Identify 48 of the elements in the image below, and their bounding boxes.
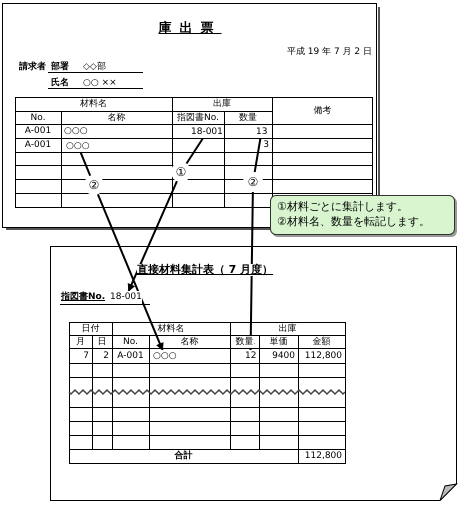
header-cell: 備考	[314, 104, 332, 116]
field-label: 請求者	[19, 61, 46, 73]
field-value: 18-001	[110, 291, 142, 303]
header-cell: 数量	[239, 112, 257, 124]
total-cell: 合計	[174, 450, 192, 462]
table-cell: ○○○	[66, 140, 90, 152]
header-cell: 出庫	[278, 322, 296, 334]
field-label: 部署	[51, 61, 69, 73]
header-cell: 日	[98, 336, 106, 348]
header-cell: 金額	[312, 336, 330, 348]
table-cell: 18-001	[191, 126, 223, 138]
leader-line	[254, 138, 262, 172]
table-cell: A-001	[24, 125, 52, 137]
header-cell: 月	[76, 336, 85, 348]
table-cell: A-001	[117, 350, 144, 362]
header-cell: 名称	[108, 112, 126, 124]
table-cell: ○○○	[153, 350, 177, 362]
header-cell: 名称	[180, 336, 198, 348]
field-label: 指図書No.	[61, 291, 106, 303]
table-cell: 7	[83, 350, 89, 362]
arrow	[128, 180, 178, 292]
arrow	[96, 194, 164, 351]
header-cell: 出庫	[213, 98, 231, 110]
header-cell: 日付	[82, 322, 100, 334]
table-cell: 9400	[272, 350, 295, 362]
header-cell: No.	[123, 336, 138, 348]
arrow	[246, 192, 255, 351]
header-cell: 単価	[270, 336, 288, 348]
field-value: ○○ ××	[83, 77, 117, 89]
table-cell: ○○○	[64, 125, 88, 137]
total-cell: 112,800	[304, 450, 342, 462]
callout-box	[270, 195, 455, 235]
leader-line	[80, 152, 92, 176]
table-cell: 2	[103, 350, 109, 362]
leader-line	[186, 137, 204, 164]
table-cell: A-001	[24, 139, 52, 151]
callout-text: ②材料名、数量を転記します。	[277, 215, 430, 229]
table-cell: 13	[256, 126, 268, 138]
header-cell: 材料名	[80, 98, 107, 110]
header-cell: 指図書No.	[177, 112, 219, 124]
table-cell: 3	[263, 139, 269, 151]
field-value: ◇◇部	[83, 61, 106, 73]
field-label: 氏名	[51, 77, 69, 89]
date-text: 平成 19 年 7 月 2 日	[286, 46, 372, 58]
document-title: 庫出票	[158, 23, 222, 35]
header-cell: No.	[30, 112, 46, 124]
callout-text: ①材料ごとに集計します。	[277, 200, 408, 214]
table-cell: 112,800	[304, 350, 342, 362]
